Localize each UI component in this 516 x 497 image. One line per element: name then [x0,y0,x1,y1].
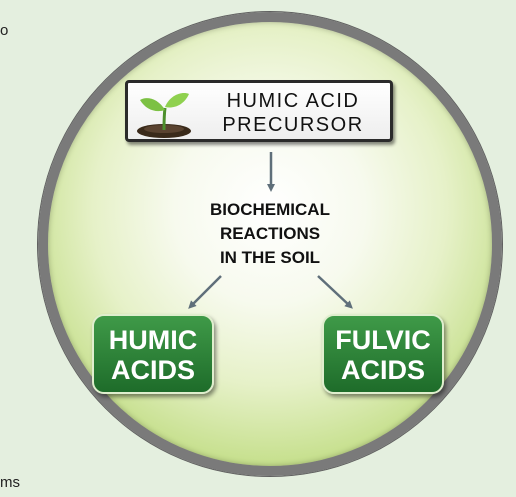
humic-line-2: ACIDS [110,355,195,385]
fulvic-line-2: ACIDS [340,355,425,385]
precursor-line-1: HUMIC ACID [226,90,360,112]
reactions-label: BIOCHEMICAL REACTIONS IN THE SOIL [170,198,370,270]
humic-line-1: HUMIC [108,325,198,355]
reactions-line-2: REACTIONS [219,224,321,243]
sprout-icon [137,93,191,138]
arrow-right [317,275,353,309]
humic-acids-box: HUMIC ACIDS [92,314,214,394]
precursor-line-2: PRECURSOR [222,114,364,136]
edge-text-bottom: ms [0,474,20,491]
precursor-box: HUMIC ACID PRECURSOR [125,80,393,142]
reactions-line-1: BIOCHEMICAL [210,200,330,219]
fulvic-acids-box: FULVIC ACIDS [322,314,444,394]
edge-text-top: o [0,22,9,39]
fulvic-line-1: FULVIC [335,325,431,355]
arrow-left [188,275,222,309]
reactions-line-3: IN THE SOIL [219,248,321,267]
